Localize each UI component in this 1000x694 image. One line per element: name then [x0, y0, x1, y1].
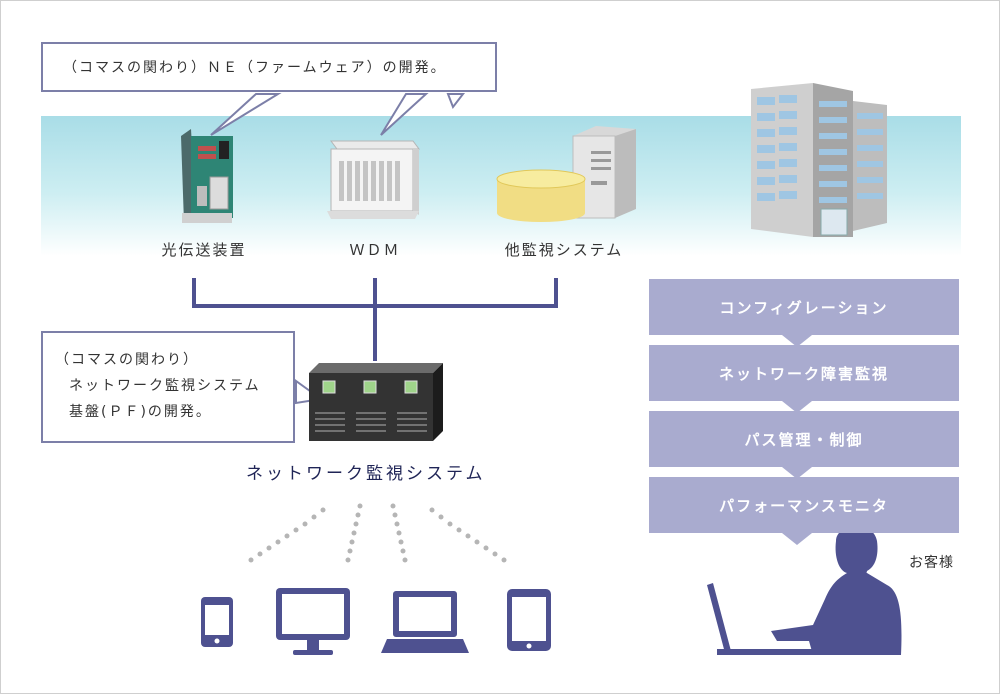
callout-tail [380, 93, 429, 136]
ne-callout-text: （コマスの関わり）ＮＥ（ファームウェア）の開発。 [63, 60, 447, 76]
function-fault-monitoring: ネットワーク障害監視 [649, 345, 959, 413]
smartphone-icon [201, 597, 233, 647]
other-system-label: 他監視システム [504, 241, 624, 259]
pf-callout-line1: （コマスの関わり） [55, 352, 199, 368]
other-system-icon [496, 126, 636, 222]
customer-icon [707, 525, 902, 655]
function-performance-monitor: パフォーマンスモニタ [649, 477, 959, 545]
callout-tail [210, 93, 282, 136]
laptop-icon [381, 591, 469, 653]
function-label: パス管理・制御 [744, 430, 864, 449]
callout-tail [446, 93, 466, 110]
building-icon [751, 83, 887, 237]
function-label: パフォーマンスモニタ [719, 496, 889, 515]
pf-callout-line3: 基盤(ＰＦ)の開発。 [69, 404, 212, 420]
wdm-label: ＷＤＭ [349, 241, 401, 259]
monitoring-system-label: ネットワーク監視システム [246, 464, 486, 484]
function-label: ネットワーク障害監視 [718, 364, 889, 383]
optical-device-icon [181, 129, 233, 223]
ne-callout: （コマスの関わり）ＮＥ（ファームウェア）の開発。 [41, 42, 497, 92]
end-devices [201, 588, 551, 655]
desktop-monitor-icon [276, 588, 350, 655]
function-label: コンフィグレーション [719, 298, 889, 317]
wdm-device-icon [327, 140, 420, 219]
wireless-dots [248, 503, 507, 563]
tablet-icon [507, 589, 551, 651]
pf-callout: （コマスの関わり） ネットワーク監視システム 基盤(ＰＦ)の開発。 [41, 331, 295, 443]
optical-device-label: 光伝送装置 [161, 241, 247, 259]
customer-label: お客様 [909, 555, 954, 571]
function-path-management: パス管理・制御 [649, 411, 959, 479]
connection-lines [192, 278, 558, 361]
pf-callout-line2: ネットワーク監視システム [69, 378, 261, 394]
server-rack-icon [309, 363, 443, 441]
function-configuration: コンフィグレーション [649, 279, 959, 347]
